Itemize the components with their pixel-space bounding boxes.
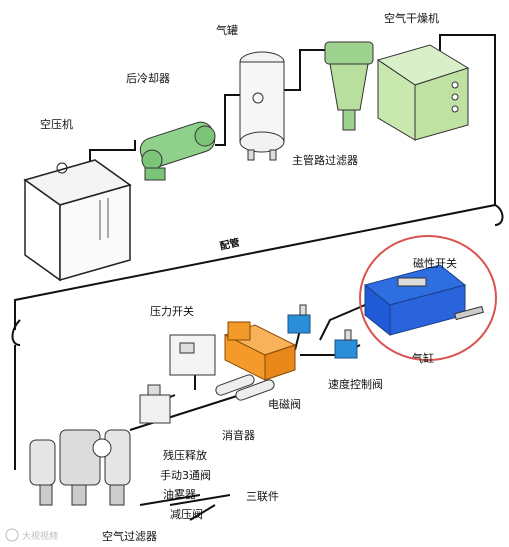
label-aftercooler: 后冷却器 [126,72,170,85]
label-main-filter: 主管路过滤器 [292,154,358,167]
label-air-filter: 空气过滤器 [102,530,157,543]
cylinder-unit [363,264,484,337]
aftercooler-unit [139,121,216,181]
frl-unit [29,429,131,506]
manual-3way-valve-unit [139,384,171,424]
piping-lines [11,34,504,521]
solenoid-valve-unit [223,321,297,381]
label-magnetic-switch: 磁性开关 [413,257,457,270]
label-cylinder: 气缸 [412,352,434,365]
label-speed-control-valve: 速度控制阀 [328,378,383,391]
label-residual-pressure-release: 残压释放 [163,449,207,462]
compressor-unit [23,159,132,282]
air-dryer-unit [376,44,470,141]
label-tank: 气罐 [216,24,238,37]
watermark-logo-icon [5,528,19,542]
speed-control-valves [287,304,358,359]
pressure-switch-unit [169,334,216,376]
label-silencer: 消音器 [222,429,255,442]
label-frl-unit: 三联件 [246,490,279,503]
label-pressure-switch: 压力开关 [150,305,194,318]
label-manual-3way-valve: 手动3通阀 [160,469,211,482]
label-regulator: 减压阀 [170,508,203,521]
label-lubricator: 油雾器 [163,488,196,501]
main-line-filter [324,41,374,131]
label-watermark: 大视视频 [22,532,59,542]
air-tank [239,51,285,161]
label-air-dryer: 空气干燥机 [384,12,439,25]
label-compressor: 空压机 [40,118,73,131]
label-solenoid-valve: 电磁阀 [268,398,301,411]
silencers [215,374,275,401]
highlight-circle [359,235,497,361]
